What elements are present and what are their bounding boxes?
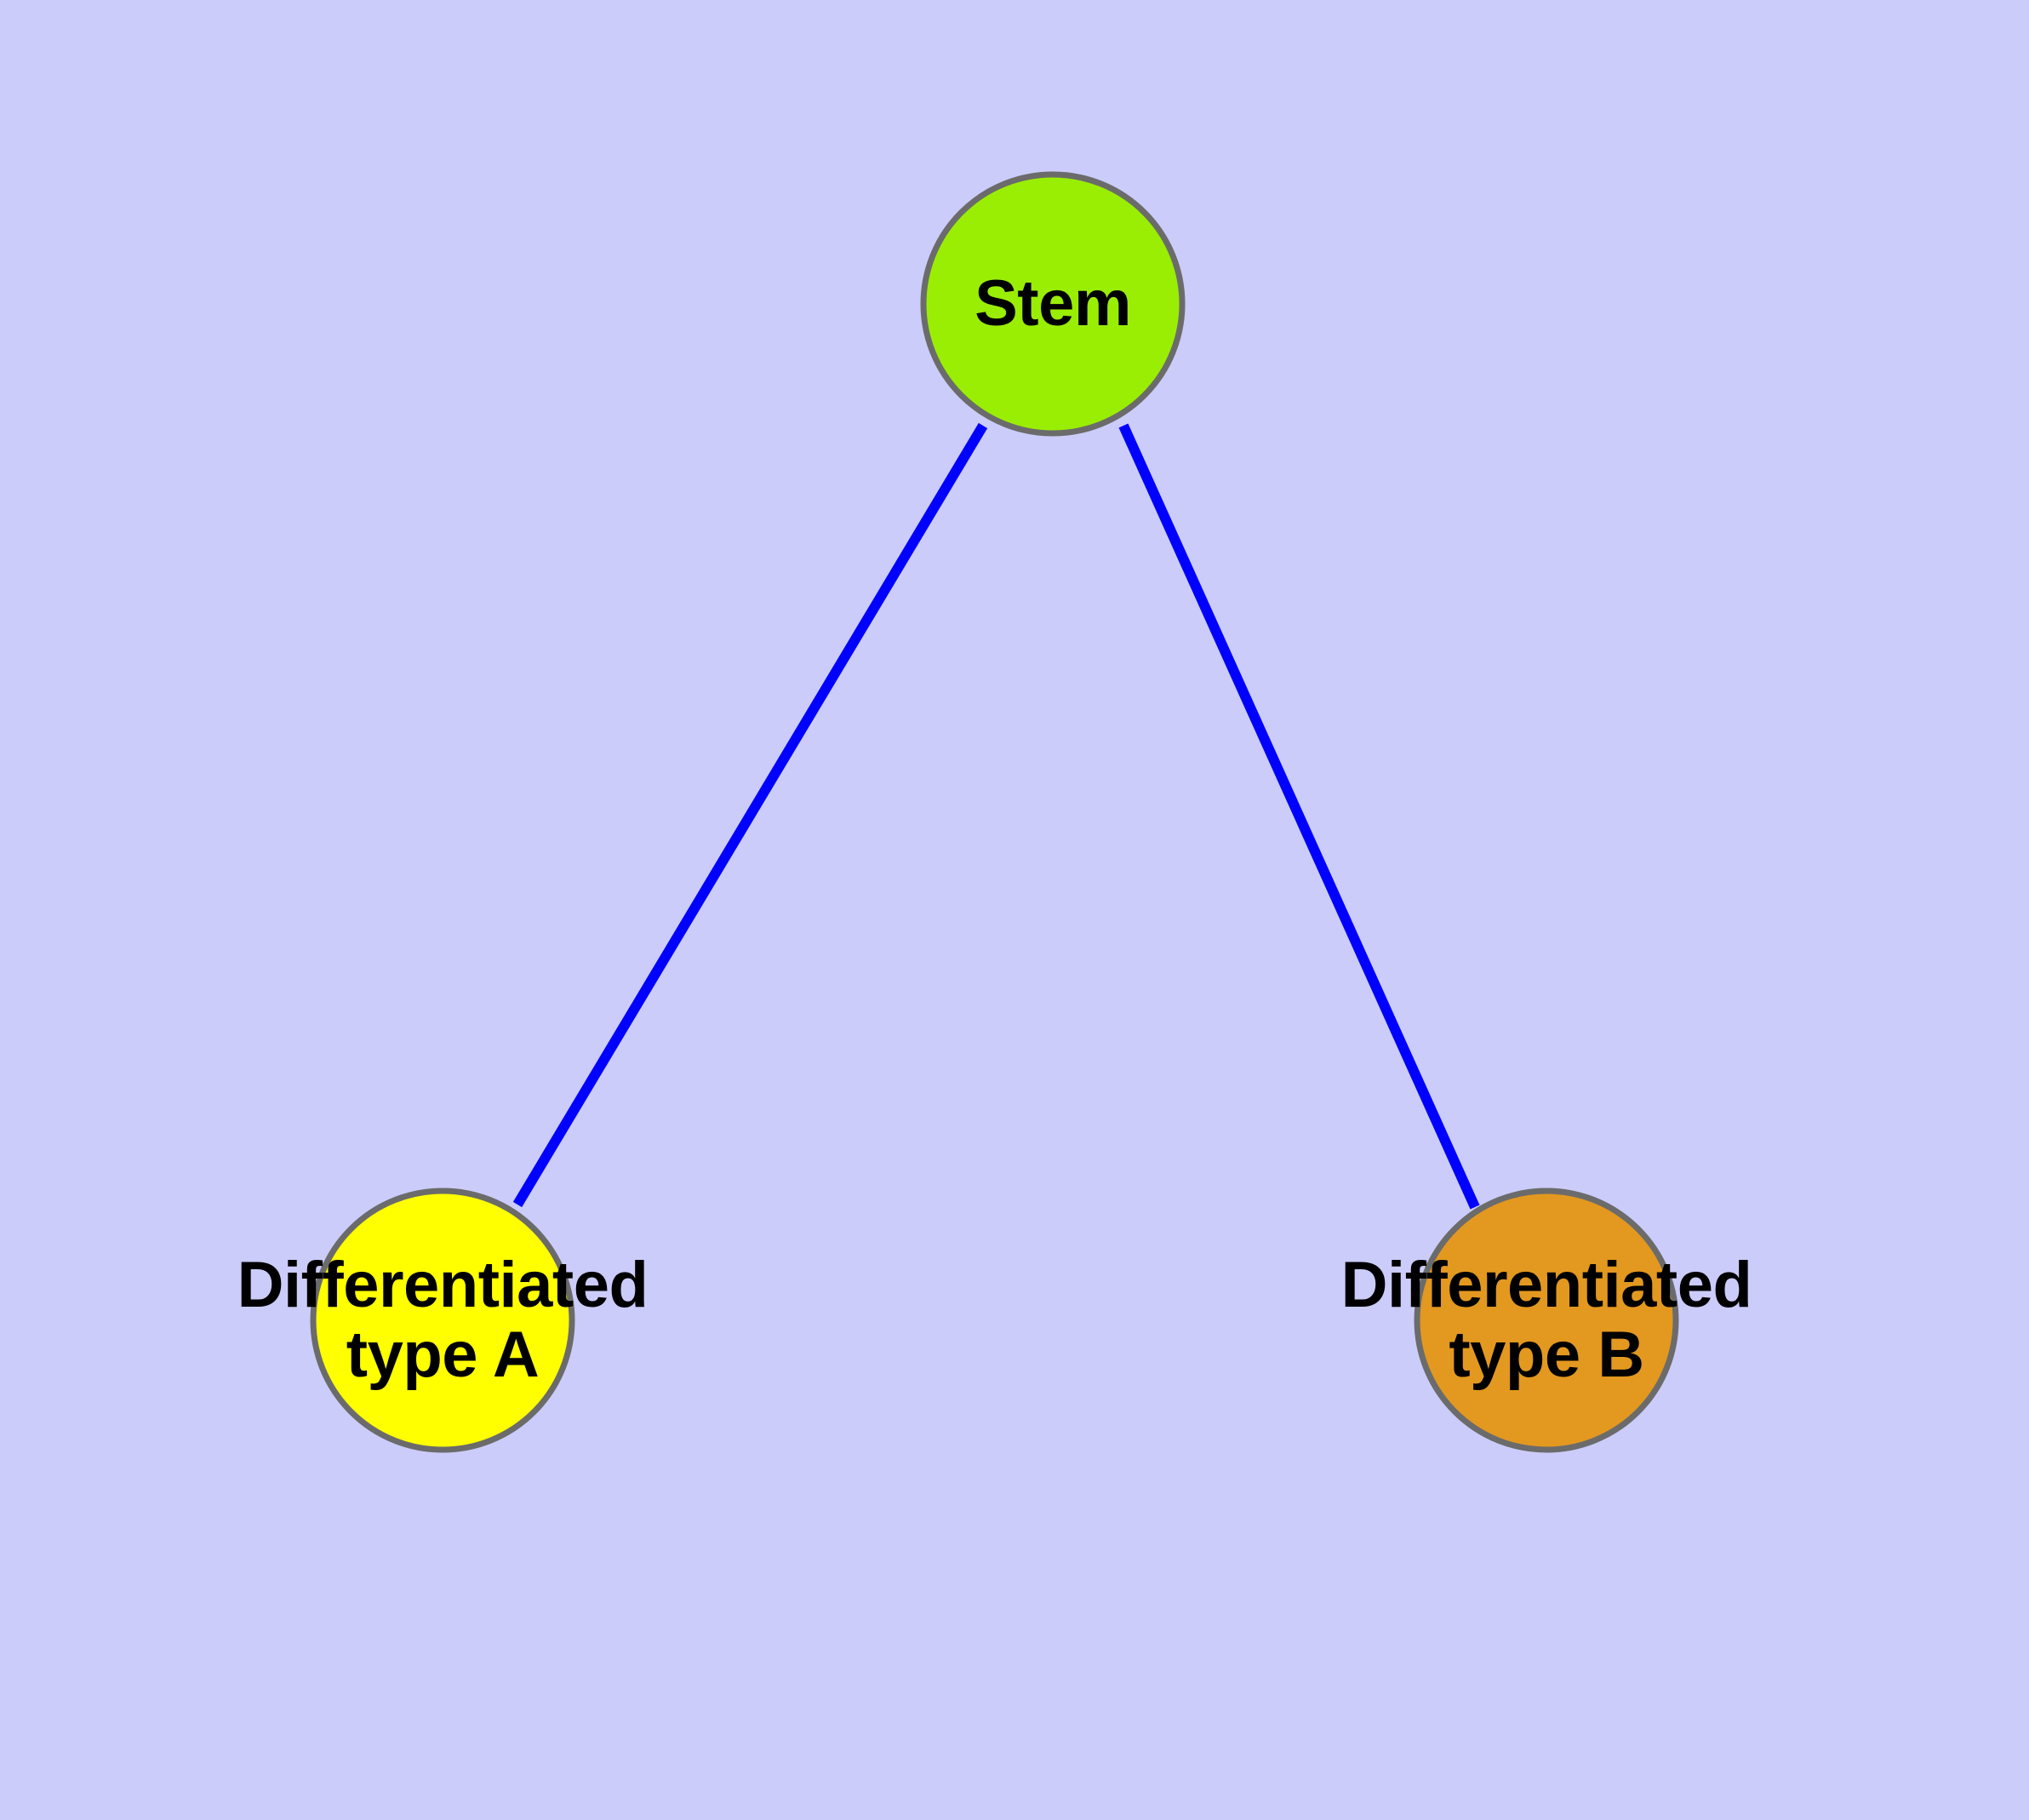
node-stem[interactable] xyxy=(920,171,1186,437)
node-differentiated-type-b[interactable] xyxy=(1414,1188,1679,1453)
edge-stem-to-differentiated-type-a[interactable] xyxy=(512,422,988,1208)
edge-layer xyxy=(512,422,1480,1210)
node-differentiated-type-a[interactable] xyxy=(310,1188,575,1453)
node-layer xyxy=(310,171,1679,1453)
edge-stem-to-differentiated-type-b[interactable] xyxy=(1118,423,1480,1210)
